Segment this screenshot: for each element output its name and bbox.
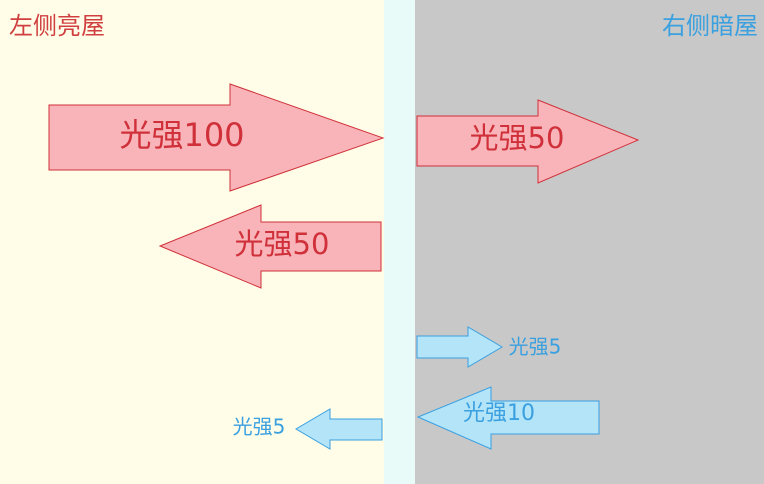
glass-pane xyxy=(384,0,415,484)
right-room-title: 右侧暗屋 xyxy=(662,12,758,40)
transmitted-light-arrow-left-room: 光强5 xyxy=(233,408,383,450)
incident-light-right-label: 光强10 xyxy=(463,401,535,426)
left-room-title: 左侧亮屋 xyxy=(9,12,105,40)
incident-light-arrow-left-room: 光强100 xyxy=(48,83,385,192)
reflected-light-small-label: 光强5 xyxy=(509,335,562,359)
transmitted-light-small-label: 光强5 xyxy=(233,415,286,439)
incident-light-arrow-right-room: 光强10 xyxy=(416,386,600,450)
incident-light-label: 光强100 xyxy=(119,116,244,154)
reflected-light-arrow-right-room: 光强5 xyxy=(416,326,562,368)
transmitted-light-label: 光强50 xyxy=(470,121,565,155)
transmitted-light-arrow-right-room: 光强50 xyxy=(416,99,640,184)
reflected-light-arrow-left-room: 光强50 xyxy=(158,204,382,289)
reflected-light-label: 光强50 xyxy=(235,227,330,261)
